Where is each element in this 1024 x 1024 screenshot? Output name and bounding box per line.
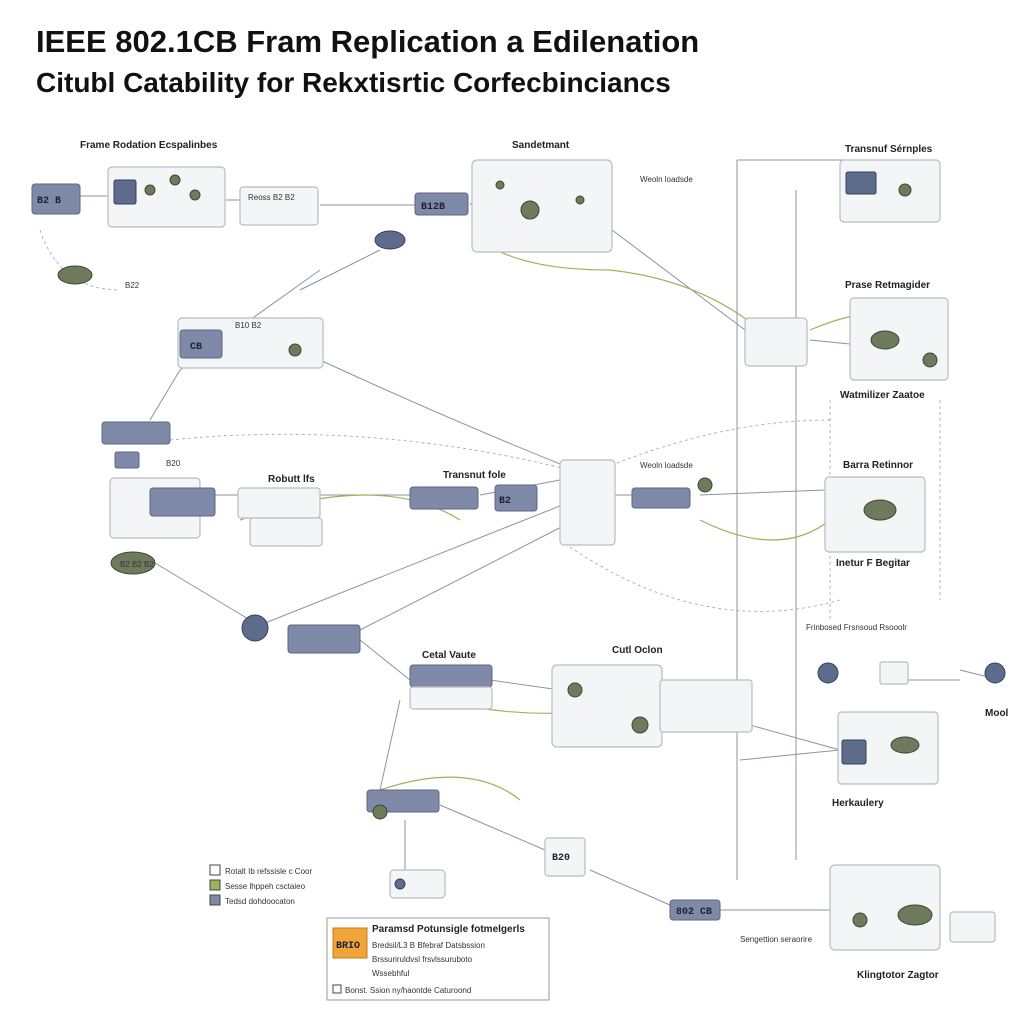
info-badge <box>332 927 368 959</box>
sendetmant-label: Sandetmant <box>512 140 570 151</box>
cabel-d: B2 B2 B2 <box>120 560 154 569</box>
cutl-oclon-panel <box>551 664 663 748</box>
transmut-label: Transnut fole <box>443 470 506 481</box>
sendetmant-panel <box>471 159 613 253</box>
prase-retmagider-label: Prase Retmagider <box>845 280 930 291</box>
chip-c: CB <box>190 342 202 353</box>
chip-f: B2 <box>499 496 511 507</box>
bottom-cluster: B20 802 CB Sengettion seraorire Klingtot… <box>366 789 996 981</box>
frame-rotation-panel <box>107 166 226 228</box>
legend-swatch-1 <box>209 864 221 876</box>
chip-b: B12B <box>421 202 445 213</box>
cabel-a: Reoss B2 B2 <box>248 193 295 202</box>
legend-swatch-3 <box>209 894 221 906</box>
frame-note: Frinbosed Frsnsoud Rsooolr <box>806 623 907 632</box>
cabel-b: B22 <box>125 281 140 290</box>
diagram-title-line1: IEEE 802.1CB Fram Replication a Edilenat… <box>36 24 699 59</box>
info-line-1: Bredsil/L3 B Bfebraf Datsbssion <box>372 941 485 950</box>
info-box: BRIO Paramsd Potunsigle fotmelgerls Bred… <box>326 917 550 1001</box>
kingtotor-label: Klingtotor Zagtor <box>857 970 939 981</box>
transmit-samples-group: Transnuf Sérnples <box>839 144 941 223</box>
watmilizer-label: Watmilizer Zaatoe <box>840 390 925 401</box>
legend-swatch-2 <box>209 879 221 891</box>
herkaulery-label: Herkaulery <box>832 798 884 809</box>
cabel-c: B10 B2 <box>235 321 262 330</box>
chip-e: B20 <box>166 459 181 468</box>
weolen-mid: Weoln loadsde <box>640 461 693 470</box>
info-badge-text: BRIO <box>336 941 360 952</box>
chip-g: 802 CB <box>676 907 712 918</box>
cb-cluster: CB B10 B2 B20 <box>101 317 324 469</box>
prase-retmagider-group: Prase Retmagider <box>744 280 949 381</box>
diagram-title-line2: Citubl Catability for Rekxtisrtic Corfec… <box>36 67 671 98</box>
frame-rotation-label: Frame Rodation Ecspalinbes <box>80 140 218 151</box>
sengettion-label: Sengettion seraorire <box>740 935 813 944</box>
middle-row: Robutt lfs Transnut fole B2 Weoln loadsd… <box>109 459 713 575</box>
info-line-2: Brssuriruldvsl frsvlssuruboto <box>372 955 473 964</box>
inemr-begitar-label: Inetur F Begitar <box>836 558 910 569</box>
info-footer: Bonst. Ssion ny/haontde Caturoond <box>345 986 471 995</box>
weolen-label: Weoln loadsde <box>640 175 693 184</box>
herkaulery-panel <box>837 711 939 785</box>
watmilizer-group: Watmilizer Zaatoe Barra Retinnor Inetur … <box>806 390 926 632</box>
transmit-samples-label: Transnuf Sérnples <box>845 144 933 155</box>
frame-rotation-group: Frame Rodation Ecspalinbes B2 B Reoss B2… <box>31 140 319 290</box>
frame-node-1 <box>57 265 93 285</box>
legend-item-1: Rotalt Ib refssisle c Coor <box>225 867 312 876</box>
kingtotor-panel <box>829 864 941 951</box>
mool-label: Mool <box>985 708 1009 719</box>
rotbutt-label: Robutt lfs <box>268 474 315 485</box>
lower-mid-cluster: Cetal Vaute Cutl Oclon <box>241 614 753 748</box>
cutl-oclon-label: Cutl Oclon <box>612 645 663 656</box>
cetal-vaute-label: Cetal Vaute <box>422 650 476 661</box>
barra-retinner-label: Barra Retinnor <box>843 460 913 471</box>
legend-item-2: Sesse lhppeh csctaieo <box>225 882 306 891</box>
legend: Rotalt Ib refssisle c Coor Sesse lhppeh … <box>209 864 312 906</box>
chip-e2: B20 <box>552 853 570 864</box>
info-line-3: Wssebhful <box>372 969 410 978</box>
chip-a: B2 B <box>37 196 61 207</box>
legend-item-3: Tedsd dohdoocaton <box>225 897 295 906</box>
right-lower: Mool Herkaulery <box>817 661 1009 809</box>
sendetmant-group: Sandetmant B12B Weoln loadsde <box>374 140 693 253</box>
info-title: Paramsd Potunsigle fotmelgerls <box>372 924 525 935</box>
